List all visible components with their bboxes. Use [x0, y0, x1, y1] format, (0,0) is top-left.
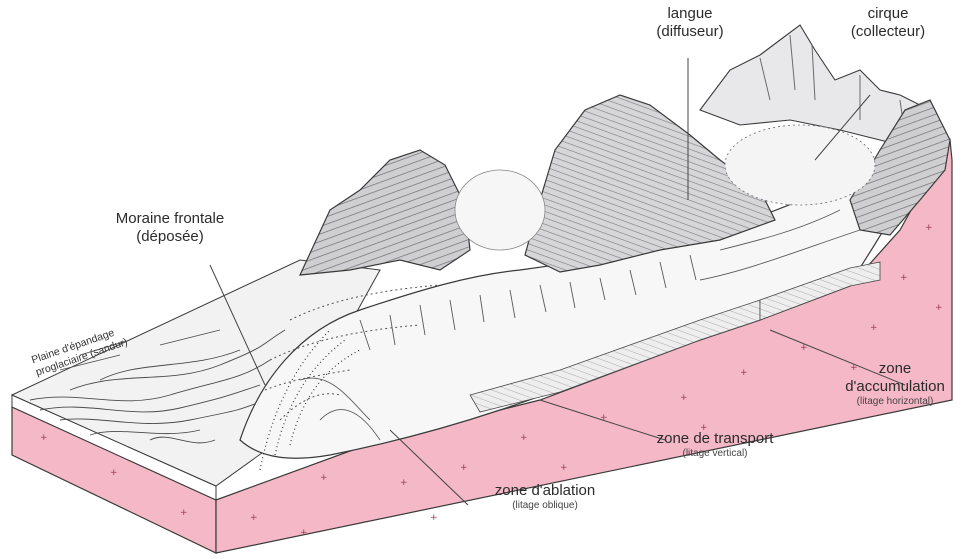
accumulation-line1: zone	[820, 360, 970, 378]
svg-text:+: +	[300, 528, 308, 538]
label-moraine-frontale: Moraine frontale (déposée)	[95, 210, 245, 246]
svg-text:+: +	[680, 393, 688, 403]
svg-text:+: +	[110, 468, 118, 478]
label-langue: langue (diffuseur)	[650, 5, 730, 41]
accumulation-line2: d'accumulation	[820, 378, 970, 396]
svg-text:+: +	[40, 433, 48, 443]
label-cirque: cirque (collecteur)	[838, 5, 938, 41]
svg-text:+: +	[320, 473, 328, 483]
ablation-note: (litage oblique)	[470, 500, 620, 512]
svg-text:+: +	[400, 478, 408, 488]
cirque-basin	[725, 125, 875, 205]
upper-glacier	[455, 170, 545, 250]
svg-text:+: +	[900, 273, 908, 283]
svg-text:+: +	[430, 513, 438, 523]
ablation-title: zone d'ablation	[470, 482, 620, 500]
svg-text:+: +	[935, 303, 943, 313]
svg-text:+: +	[740, 368, 748, 378]
cirque-note: (collecteur)	[838, 23, 938, 41]
transport-note: (litage vertical)	[640, 448, 790, 460]
svg-text:+: +	[460, 463, 468, 473]
transport-title: zone de transport	[640, 430, 790, 448]
svg-text:+: +	[180, 508, 188, 518]
svg-text:+: +	[520, 433, 528, 443]
moraine-note: (déposée)	[95, 228, 245, 246]
label-zone-transport: zone de transport (litage vertical)	[640, 430, 790, 460]
svg-text:+: +	[870, 323, 878, 333]
label-zone-accumulation: zone d'accumulation (litage horizontal)	[820, 360, 970, 408]
langue-note: (diffuseur)	[650, 23, 730, 41]
label-zone-ablation: zone d'ablation (litage oblique)	[470, 482, 620, 512]
langue-title: langue	[650, 5, 730, 23]
svg-text:+: +	[250, 513, 258, 523]
moraine-title: Moraine frontale	[95, 210, 245, 228]
cirque-title: cirque	[838, 5, 938, 23]
svg-text:+: +	[560, 463, 568, 473]
mountain-left	[300, 150, 470, 275]
svg-text:+: +	[925, 223, 933, 233]
accumulation-note: (litage horizontal)	[820, 396, 970, 408]
